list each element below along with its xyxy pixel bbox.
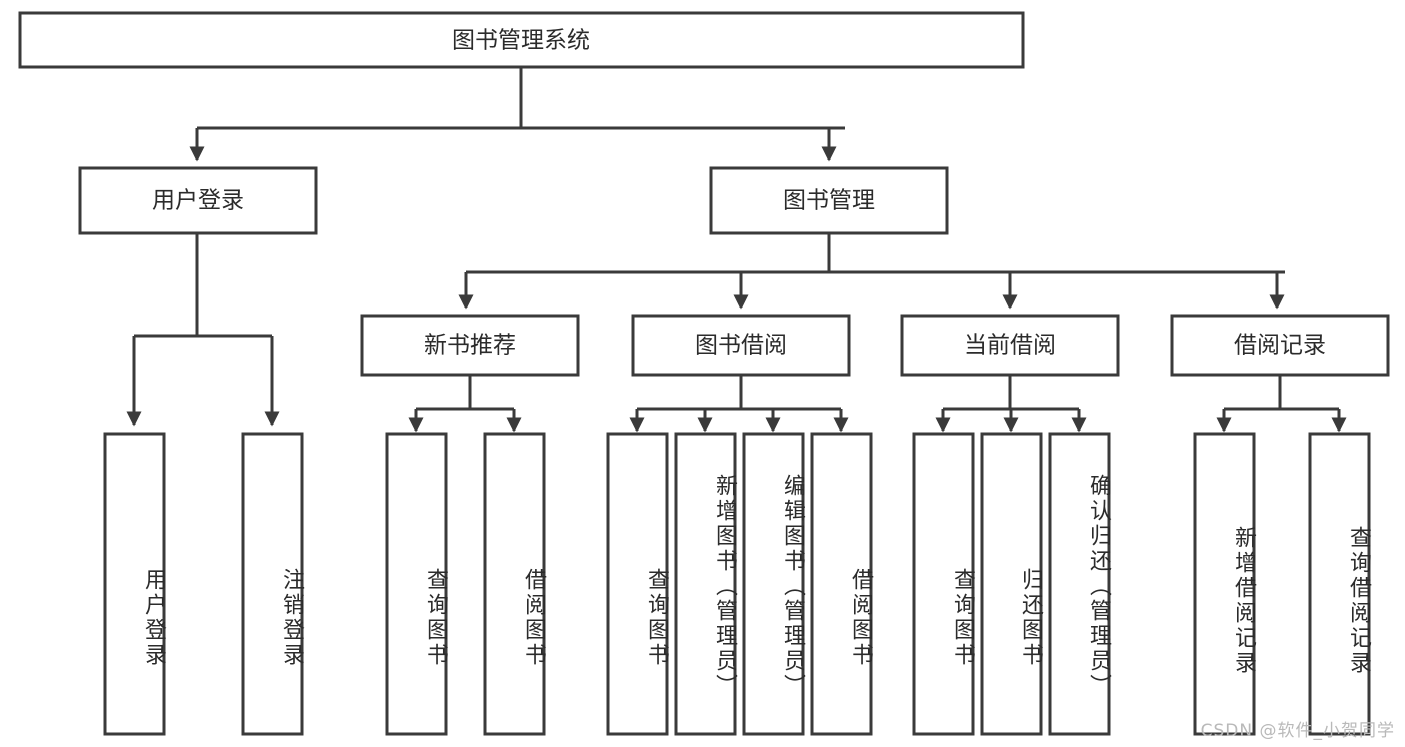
node-new-book-recommend[interactable]: 新书推荐 (360, 314, 580, 377)
node-current-borrow[interactable]: 当前借阅 (900, 314, 1120, 377)
leaf-box-edit-book[interactable] (742, 432, 805, 736)
connector-root-to-level2 (189, 67, 845, 162)
node-book-management-label: 图书管理 (783, 188, 875, 214)
leaf-boxes (103, 432, 1371, 736)
node-current-borrow-label: 当前借阅 (964, 333, 1056, 359)
leaf-box-query-book-2[interactable] (606, 432, 669, 736)
leaf-box-add-record[interactable] (1193, 432, 1256, 736)
node-root[interactable]: 图书管理系统 (18, 11, 1025, 69)
node-root-label: 图书管理系统 (452, 28, 590, 54)
leaf-box-return-book[interactable] (980, 432, 1043, 736)
node-borrow-record-label: 借阅记录 (1234, 333, 1326, 359)
leaf-box-query-book-3[interactable] (912, 432, 975, 736)
leaf-box-add-book[interactable] (674, 432, 737, 736)
node-user-login-label: 用户登录 (152, 188, 244, 214)
node-new-book-recommend-label: 新书推荐 (424, 333, 516, 359)
connector-newbook-to-leaves (408, 375, 522, 433)
leaf-box-borrow-book-2[interactable] (810, 432, 873, 736)
leaf-box-query-book-1[interactable] (385, 432, 448, 736)
leaf-box-query-record[interactable] (1308, 432, 1371, 736)
leaf-box-user-login[interactable] (103, 432, 166, 736)
leaf-box-logout[interactable] (241, 432, 304, 736)
node-book-borrow[interactable]: 图书借阅 (631, 314, 851, 377)
connector-bookmgmt-to-level3 (458, 233, 1285, 310)
node-user-login[interactable]: 用户登录 (78, 166, 318, 235)
node-borrow-record[interactable]: 借阅记录 (1170, 314, 1390, 377)
connector-userlogin-to-leaves (126, 233, 280, 427)
leaf-box-borrow-book-1[interactable] (483, 432, 546, 736)
connector-borrow-to-leaves (629, 375, 849, 433)
node-book-borrow-label: 图书借阅 (695, 333, 787, 359)
leaf-box-confirm-return[interactable] (1048, 432, 1111, 736)
connector-current-to-leaves (935, 375, 1087, 433)
node-book-management[interactable]: 图书管理 (709, 166, 949, 235)
csdn-watermark: CSDN @软件_小贺同学 (1200, 721, 1395, 741)
connector-record-to-leaves (1216, 375, 1347, 433)
